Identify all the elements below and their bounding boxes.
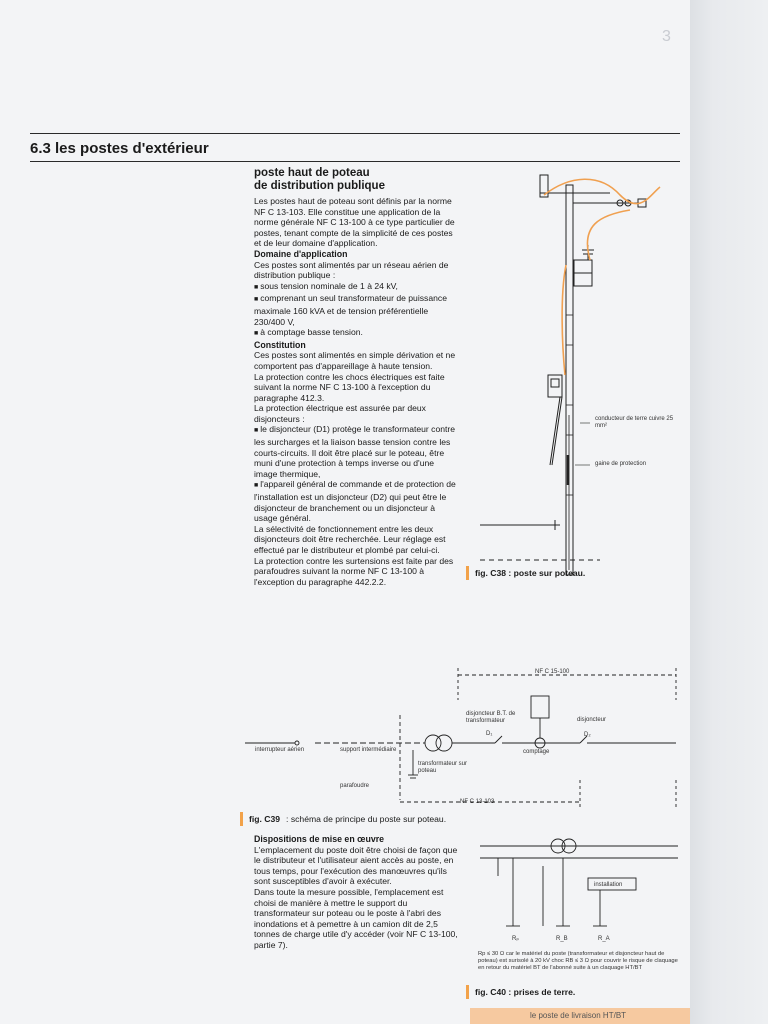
caption-marker	[466, 566, 469, 580]
schematic-diagram	[245, 668, 677, 808]
earthing-diagram	[480, 838, 678, 927]
constitution-title: Constitution	[254, 339, 306, 350]
constitution-p2: La protection contre les chocs électriqu…	[254, 371, 445, 403]
installation-box	[587, 877, 637, 891]
domaine-bullet-2: comprenant un seul transformateur de pui…	[254, 293, 459, 327]
intro-paragraph: Les postes haut de poteau sont définis p…	[254, 196, 455, 249]
label-disjoncteur-bt: disjoncteur B.T. de transformateur	[466, 711, 516, 724]
mise-p2: Dans toute la mesure possible, l'emplace…	[254, 886, 458, 950]
label-conducteur-terre: conducteur de terre cuivre 25 mm²	[595, 416, 674, 429]
constitution-p5: La protection contre les surtensions est…	[254, 555, 454, 587]
pole-diagram	[480, 174, 661, 576]
label-parafoudre: parafoudre	[340, 783, 370, 789]
fig39-caption-bold: fig. C39	[249, 814, 281, 824]
label-d2: D₂	[584, 732, 591, 738]
pole-shaft	[565, 184, 574, 576]
footer-strip: le poste de livraison HT/BT	[470, 1008, 690, 1024]
label-support: support intermédiaire	[340, 747, 397, 753]
constitution-p3: La protection électrique est assurée par…	[254, 403, 426, 424]
fig39-caption: fig. C39 : schéma de principe du poste s…	[240, 812, 446, 826]
label-ra: R_A	[598, 936, 610, 942]
label-installation: installation	[594, 882, 623, 888]
label-nfc15100: NF C 15-100	[535, 669, 570, 675]
label-interrupteur: interrupteur aérien	[255, 747, 305, 753]
article-heading-line2: de distribution publique	[254, 180, 385, 192]
fig38-caption-text: fig. C38 : poste sur poteau.	[475, 568, 586, 578]
domaine-title: Domaine d'application	[254, 248, 348, 259]
label-nfc13103: NF C 13-103	[460, 799, 495, 805]
page-edge	[690, 0, 768, 1024]
caption-marker	[466, 985, 469, 999]
constitution-bullet-2: l'appareil général de commande et de pro…	[254, 479, 459, 523]
article-heading-line1: poste haut de poteau	[254, 167, 370, 179]
earthing-note: Rp ≤ 30 Ω car le matériel du poste (tran…	[478, 951, 678, 971]
constitution-p1: Ces postes sont alimentés en simple déri…	[254, 350, 456, 371]
domaine-text: Ces postes sont alimentés par un réseau …	[254, 259, 449, 281]
mise-p1: L'emplacement du poste doit être choisi …	[254, 844, 458, 887]
mise-column: Dispositions de mise en œuvre L'emplacem…	[254, 834, 464, 951]
mise-title: Dispositions de mise en œuvre	[254, 834, 385, 844]
constitution-bullet-1: le disjoncteur (D1) protège le transform…	[254, 424, 459, 479]
margin-mark: 3	[662, 28, 671, 45]
constitution-p4: La sélectivité de fonctionnement entre l…	[254, 523, 446, 555]
top-rule	[30, 133, 680, 134]
label-d1: D₁	[486, 731, 493, 737]
fig40-caption: fig. C40 : prises de terre.	[466, 985, 575, 999]
caption-marker	[240, 812, 243, 826]
article-column: poste haut de poteau de distribution pub…	[254, 167, 459, 587]
domaine-bullet-1: sous tension nominale de 1 à 24 kV,	[254, 281, 459, 294]
label-disjoncteur: disjoncteur	[577, 717, 607, 723]
label-transformateur: transformateur sur poteau	[418, 761, 468, 774]
label-rb: R_B	[556, 936, 568, 942]
section-title: 6.3 les postes d'extérieur	[30, 140, 209, 157]
label-gaine-protection: gaine de protection	[595, 461, 647, 467]
domaine-bullet-3: à comptage basse tension.	[254, 327, 459, 340]
breaker-box	[547, 374, 563, 398]
fig40-caption-text: fig. C40 : prises de terre.	[475, 987, 576, 997]
fig39-caption-rest: : schéma de principe du poste sur poteau…	[286, 814, 447, 824]
title-rule	[30, 161, 680, 162]
label-rp: Rₚ	[512, 936, 519, 942]
fig38-caption: fig. C38 : poste sur poteau.	[466, 566, 585, 580]
label-comptage: comptage	[523, 749, 550, 755]
article-heading: poste haut de poteau de distribution pub…	[254, 167, 459, 193]
